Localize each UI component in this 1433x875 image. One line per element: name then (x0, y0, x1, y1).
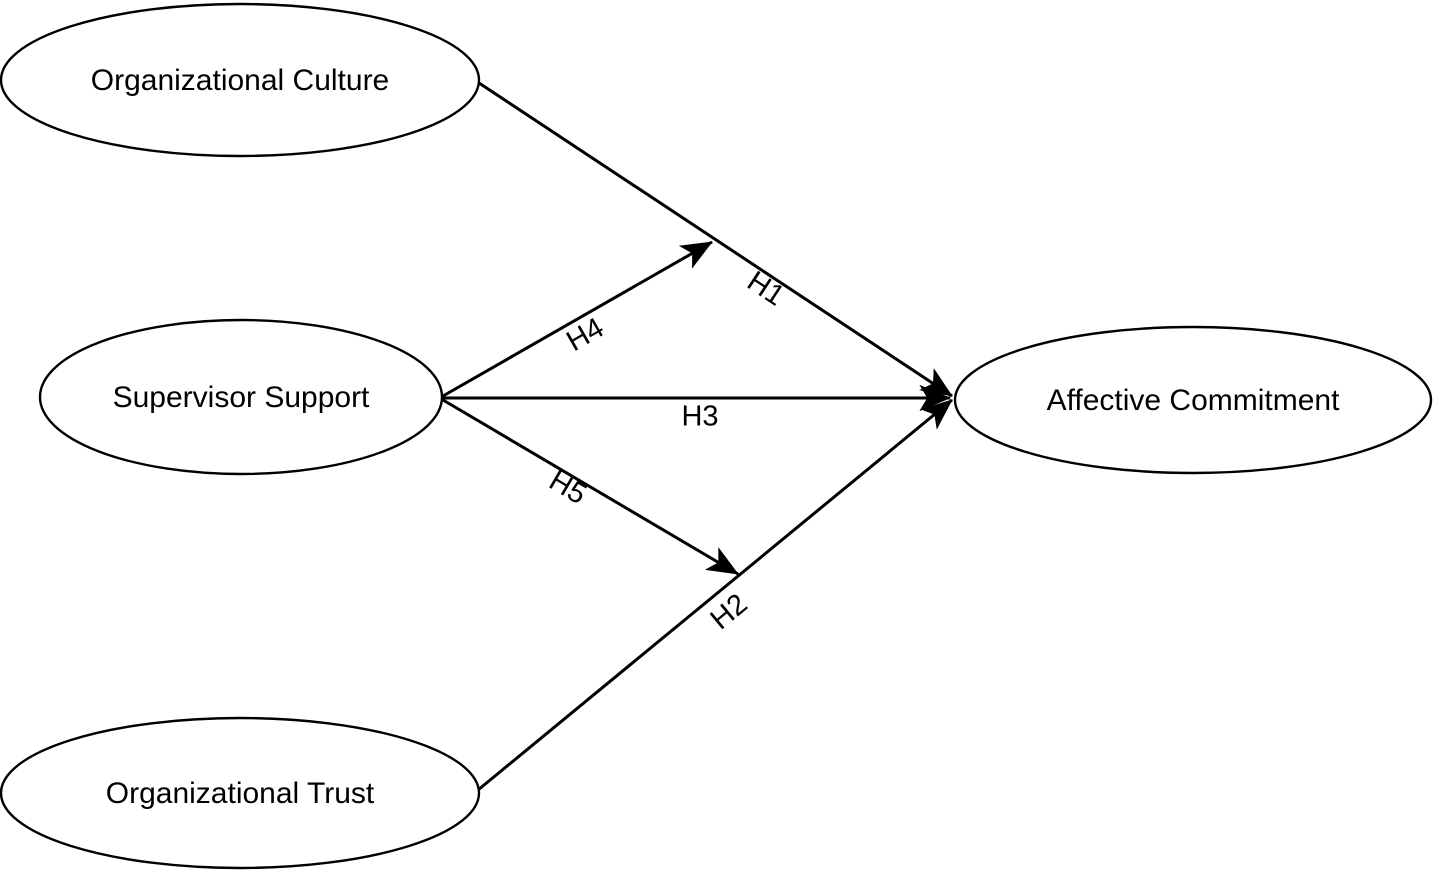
node-organizational-culture-label: Organizational Culture (91, 64, 390, 97)
path-lines-group (442, 81, 953, 792)
path-label-h1: H1 (741, 265, 790, 312)
node-organizational-culture-shape (0, 2, 481, 158)
path-label-h4: H4 (561, 312, 609, 358)
hypothesis-labels-group: H1 H2 H3 H4 H5 (544, 265, 790, 636)
node-organizational-trust-shape (0, 716, 481, 870)
path-h4-line (442, 240, 713, 398)
path-h5-line (442, 398, 739, 576)
path-label-h2: H2 (705, 588, 754, 636)
path-label-h3: H3 (681, 401, 718, 433)
node-supervisor-support[interactable]: Supervisor Support (38, 318, 444, 476)
node-affective-commitment[interactable]: Affective Commitment (953, 325, 1433, 475)
node-organizational-trust[interactable]: Organizational Trust (0, 716, 481, 870)
node-supervisor-support-shape (38, 318, 444, 476)
node-organizational-culture[interactable]: Organizational Culture (0, 2, 481, 158)
path-label-h5: H5 (544, 465, 592, 511)
node-supervisor-support-label: Supervisor Support (113, 381, 370, 414)
node-organizational-trust-label: Organizational Trust (106, 777, 375, 810)
node-affective-commitment-label: Affective Commitment (1047, 384, 1341, 417)
path-h2-line (477, 398, 953, 792)
path-h1-line (478, 81, 953, 398)
node-affective-commitment-shape (953, 325, 1433, 475)
